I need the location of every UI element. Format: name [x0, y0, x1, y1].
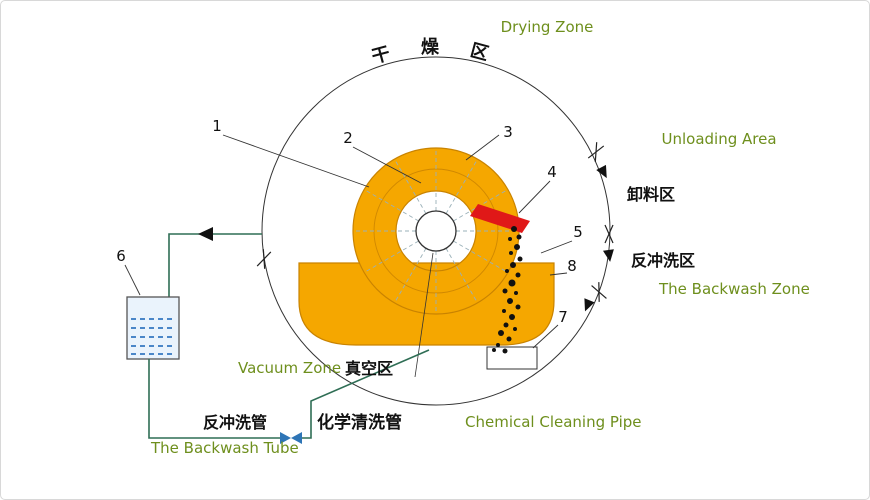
- callout-8-leader: [549, 272, 568, 276]
- callout-4: 4: [547, 163, 557, 181]
- callout-1-leader: [222, 134, 370, 188]
- callout-1: 1: [212, 117, 222, 135]
- pump-valve-icon: [280, 432, 302, 444]
- callout-leaders: [124, 134, 573, 349]
- falling-particles: [492, 226, 523, 354]
- flow-arrow-left: [198, 227, 213, 241]
- callout-4-leader: [518, 180, 551, 214]
- callout-6-leader: [124, 264, 141, 296]
- unloading-area-en-label: Unloading Area: [661, 130, 776, 148]
- zone-boundary-ticks: [256, 142, 614, 302]
- callout-5-leader: [540, 240, 573, 254]
- backwash-zone-zh-label: 反冲洗区: [631, 251, 695, 270]
- callout-5: 5: [573, 223, 583, 241]
- vacuum-zone-leader: [414, 252, 434, 378]
- callout-8: 8: [567, 257, 577, 275]
- vacuum-zone-zh-label: 真空区: [345, 359, 393, 378]
- chemical-pipe-en-label: Chemical Cleaning Pipe: [465, 413, 642, 431]
- backwash-zone-en-label: The Backwash Zone: [658, 280, 810, 298]
- discharge-box: [486, 346, 538, 370]
- chemical-pipe-zh-label: 化学清洗管: [317, 412, 402, 433]
- vacuum-zone-en-label: Vacuum Zone: [238, 359, 341, 377]
- callout-2-leader: [352, 146, 422, 184]
- callout-7-leader: [532, 324, 559, 349]
- filtrate-beaker: [126, 296, 180, 360]
- callout-6: 6: [116, 247, 126, 265]
- drying-zone-en-label: Drying Zone: [501, 18, 594, 36]
- drying-zone-zh-curved: 干 燥 区: [370, 37, 503, 68]
- callout-2: 2: [343, 129, 353, 147]
- unloading-area-zh-label: 卸料区: [627, 185, 675, 204]
- scraper-blade: [470, 204, 530, 233]
- backwash-tube-pipe: [148, 349, 430, 439]
- backwash-tube-en-label: The Backwash Tube: [150, 439, 299, 457]
- filtrate-pipe: [168, 227, 262, 297]
- callout-7: 7: [558, 308, 568, 326]
- rotation-direction-arrows: [584, 164, 614, 312]
- disc-hub: [415, 210, 457, 252]
- callout-3-leader: [465, 134, 500, 161]
- callout-3: 3: [503, 123, 513, 141]
- backwash-tube-zh-label: 反冲洗管: [203, 413, 267, 432]
